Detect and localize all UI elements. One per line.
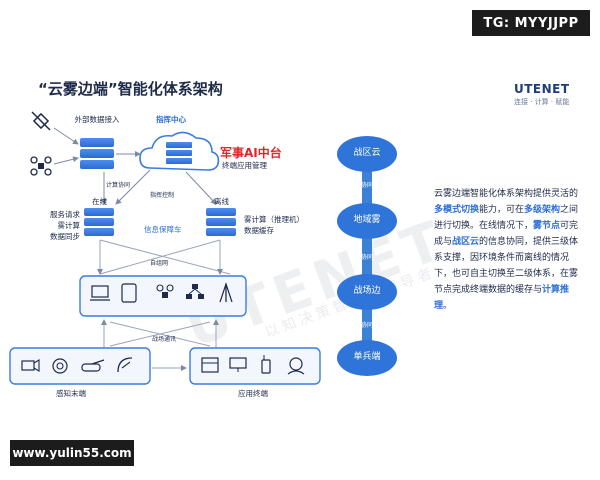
- military-ai-platform-label: 军事AI中台: [220, 146, 282, 160]
- tier-label-fog: 地域雾: [353, 215, 381, 225]
- radar-icon: [52, 358, 68, 374]
- top-margin: TG: MYYJJPP: [0, 0, 600, 72]
- tier-connector-1: 协同: [360, 182, 373, 189]
- logo-tagline: 连接 · 计算 · 赋能: [514, 98, 570, 106]
- para-seg: 能力，可在: [479, 205, 525, 215]
- tablet-icon: [121, 283, 137, 303]
- command-center-label: 指挥中心: [156, 115, 186, 124]
- slide-title: “云雾边端”智能化体系架构: [38, 80, 223, 98]
- left-service-2: 雾计算: [57, 221, 81, 230]
- para-seg: 之间进行切换。在线情况下，: [434, 205, 579, 231]
- monitor-icon: [229, 357, 247, 372]
- external-access-label: 外部数据接入: [74, 115, 120, 124]
- tier-label-terminal: 单兵端: [353, 352, 381, 362]
- utenet-logo: UTENET 连接 · 计算 · 赋能: [514, 82, 584, 107]
- app-terminal-label: 应用终端: [238, 389, 268, 398]
- quadcopter-icon: [156, 284, 174, 298]
- left-service-1: 服务请求: [50, 210, 80, 219]
- right-services-label: 雾计算（推理机） 数据缓存: [244, 214, 304, 236]
- logo-name: UTENET: [514, 82, 570, 96]
- tier-connector-2: 协同: [360, 254, 373, 261]
- tier-connector-3: 协同: [360, 322, 373, 329]
- compute-coop-label: 计算协同: [106, 182, 131, 189]
- external-data-server-icon: [80, 138, 114, 169]
- command-control-label: 指挥控制: [150, 192, 175, 199]
- network-topology-icon: [186, 284, 204, 299]
- antenna-icon: [219, 282, 233, 303]
- architecture-slide: UTENET 以知决策智能化领导者 “云雾边端”智能化体系架构 UTENET 连…: [0, 72, 600, 412]
- left-services-label: 服务请求 雾计算 数据同步: [40, 209, 80, 242]
- para-seg: 的信息协同，提供三级体系支撑，因环境条件而离线的情况下，也可自主切换至二级体系，…: [434, 237, 579, 295]
- url-watermark-badge: www.yulin55.com: [10, 440, 134, 466]
- online-label: 在线: [92, 197, 107, 206]
- dashboard-icon: [201, 357, 219, 373]
- sensing-end-box: [9, 347, 151, 385]
- tg-watermark-badge: TG: MYYJJPP: [472, 10, 590, 36]
- offline-fog-server-icon: [206, 208, 236, 236]
- para-highlight: 计算推理: [434, 285, 570, 311]
- para-seg: 云雾边端智能化体系架构提供灵活的: [434, 189, 579, 199]
- right-service-1: 雾计算（推理机）: [244, 215, 304, 224]
- tier-node-fog: [337, 203, 397, 239]
- satellite-dish-icon: [117, 357, 133, 373]
- para-highlight: 多模式切换: [434, 205, 480, 215]
- architecture-description: 云雾边端智能化体系架构提供灵活的多模式切换能力，可在多级架构之间进行切换。在线情…: [434, 186, 584, 314]
- right-service-2: 数据缓存: [244, 226, 274, 235]
- command-center-cloud-icon: [139, 131, 220, 171]
- para-highlight: 多级架构: [524, 205, 561, 215]
- tier-node-terminal: [337, 340, 397, 376]
- tier-node-cloud: [337, 136, 397, 172]
- para-seg: 可完成与: [434, 221, 579, 247]
- online-fog-server-icon: [84, 208, 114, 236]
- laptop-icon: [90, 285, 110, 301]
- app-terminal-box: [189, 347, 321, 385]
- sensing-end-label: 感知末端: [56, 389, 86, 398]
- ad-hoc-label: 自组网: [150, 260, 169, 267]
- tier-label-edge: 战场边: [353, 286, 381, 296]
- tier-node-edge: [337, 274, 397, 310]
- para-seg: 。: [443, 301, 453, 311]
- bottom-margin: www.yulin55.com: [0, 412, 600, 480]
- drone-icon: [30, 156, 52, 176]
- tier-label-cloud: 战区云: [353, 148, 381, 158]
- camera-icon: [21, 359, 40, 372]
- satellite-icon: [31, 111, 51, 131]
- info-vehicle-label: 信息保障车: [144, 225, 182, 234]
- para-highlight: 雾节点: [533, 221, 561, 231]
- soldier-icon: [287, 357, 305, 375]
- offline-label: 离线: [214, 197, 229, 206]
- radio-icon: [261, 355, 271, 374]
- tank-icon: [81, 359, 105, 372]
- field-comm-label: 战场通讯: [152, 336, 177, 343]
- left-service-3: 数据同步: [50, 232, 80, 241]
- para-highlight: 战区云: [452, 237, 480, 247]
- terminal-app-mgmt-label: 终端应用管理: [222, 161, 267, 170]
- architecture-diagram: [9, 111, 397, 385]
